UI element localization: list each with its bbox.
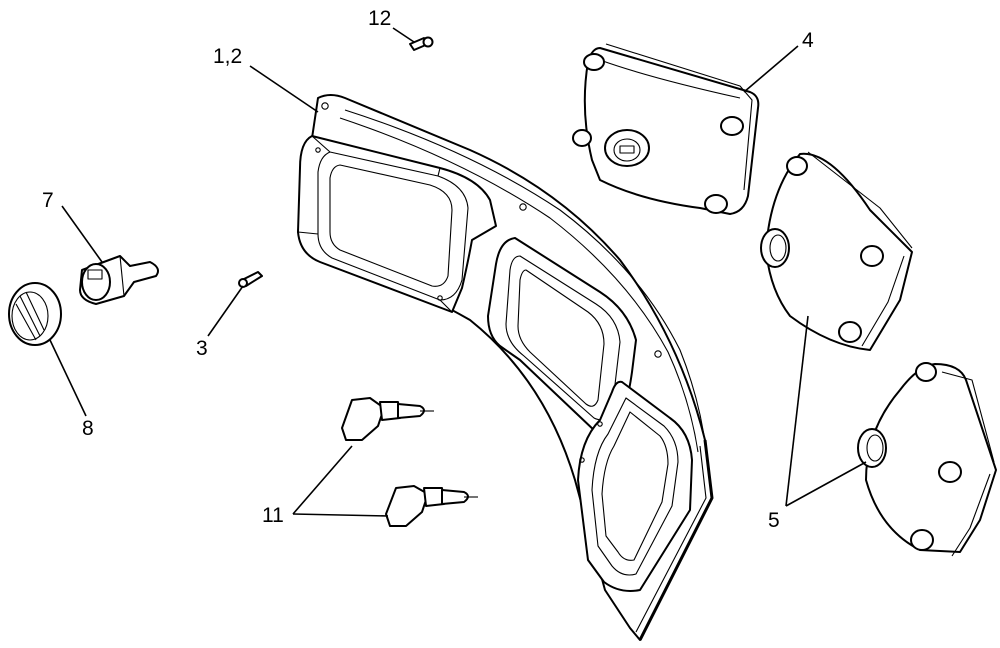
headlamp-unit-5-upper [760,151,913,351]
leader-lines [49,27,867,517]
bulb-11-upper [341,397,434,441]
ring-8 [8,282,62,346]
callout-12: 12 [368,7,391,30]
callout-11: 11 [262,504,284,527]
callout-7: 7 [42,189,54,212]
lamp-cover-4 [572,43,760,215]
callout-1-2: 1,2 [213,45,242,68]
callout-3: 3 [196,337,208,360]
callout-4: 4 [802,29,814,52]
knob-7 [79,255,159,305]
screw-3 [238,271,263,288]
headlamp-unit-5-lower [857,362,997,557]
callout-5: 5 [768,509,780,532]
bulb-11-lower [385,485,478,527]
screw-12 [409,36,434,51]
callout-8: 8 [82,417,94,440]
bezel-housing [297,94,714,641]
